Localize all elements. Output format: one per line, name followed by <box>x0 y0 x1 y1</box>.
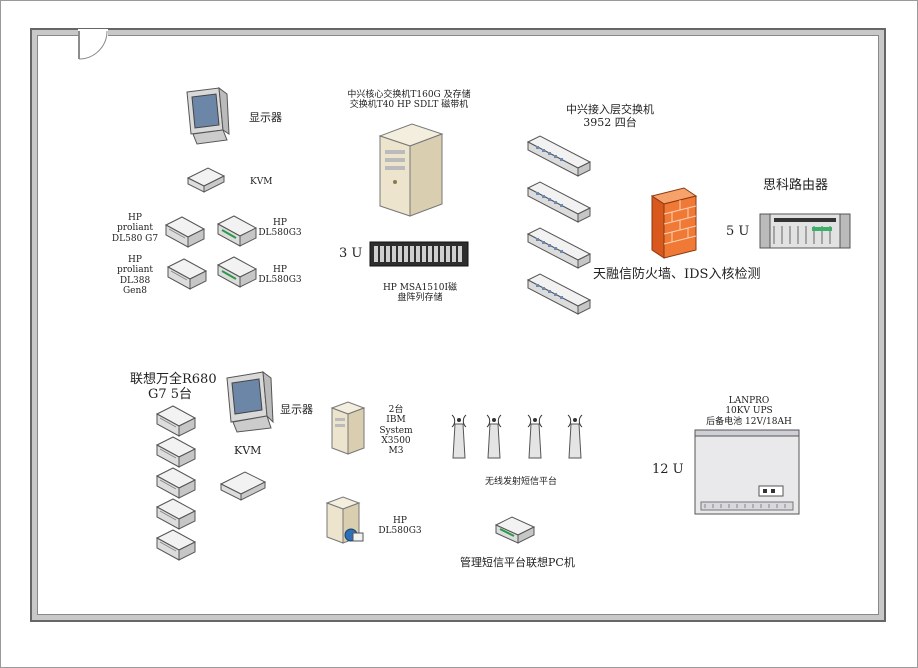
switch-icon <box>526 180 592 224</box>
server-icon <box>155 466 197 500</box>
server-icon <box>216 214 258 248</box>
ups-units-label: 12 U <box>652 462 684 477</box>
server-icon <box>155 435 197 469</box>
wireless-label: 无线发射短信平台 <box>485 477 558 487</box>
monitor-icon <box>223 370 277 434</box>
switch-icon <box>526 226 592 270</box>
ups-icon <box>693 428 801 518</box>
antenna-icon <box>449 410 469 460</box>
room-wall-inner-outline <box>37 35 879 615</box>
disk-array-icon <box>369 240 469 268</box>
server-icon <box>155 497 197 531</box>
router-units-label: 5 U <box>726 224 750 239</box>
door-opening <box>78 29 108 37</box>
server-icon <box>216 255 258 289</box>
kvm-label: KVM <box>234 444 262 457</box>
antenna-icon <box>525 410 545 460</box>
lenovo-pc-label: 管理短信平台联想PC机 <box>460 556 575 569</box>
lenovo-r680-label: 联想万全R680 G7 5台 <box>130 372 217 402</box>
door-icon <box>78 30 108 60</box>
tower-server-icon <box>330 400 366 458</box>
server-icon <box>164 215 206 249</box>
switch-icon <box>526 134 592 178</box>
switch-icon <box>526 272 592 316</box>
monitor-label: 显示器 <box>280 403 313 416</box>
kvm-icon <box>186 166 226 194</box>
firewall-label: 天融信防火墙、IDS入核检测 <box>593 267 761 282</box>
room-wall-outline <box>30 28 886 622</box>
tower-server-icon <box>376 122 446 220</box>
tower-server-icon <box>325 495 365 547</box>
antenna-icon <box>484 410 504 460</box>
server-icon <box>155 528 197 562</box>
server-icon <box>155 404 197 438</box>
firewall-icon <box>650 186 698 260</box>
msa-units-label: 3 U <box>339 246 363 261</box>
zte-core-label: 中兴核心交换机T160G 及存储交换机T40 HP SDLT 磁带机 <box>347 90 471 111</box>
server-icon <box>166 257 208 291</box>
monitor-label: 显示器 <box>249 111 282 124</box>
antenna-icon <box>565 410 585 460</box>
pc-icon <box>494 515 536 545</box>
router-icon <box>758 212 852 252</box>
cisco-router-label: 思科路由器 <box>763 178 829 193</box>
monitor-icon <box>183 86 231 146</box>
kvm-icon <box>219 470 267 502</box>
kvm-label: KVM <box>250 177 273 187</box>
hp-msa-label: HP MSA1510I磁盘阵列存储 <box>382 283 458 304</box>
